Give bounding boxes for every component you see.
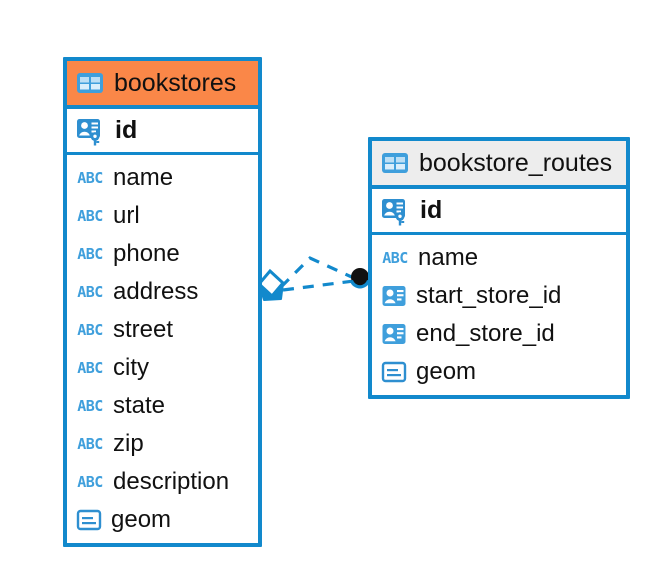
field-label: name bbox=[418, 244, 479, 271]
field-label: geom bbox=[416, 358, 477, 385]
field-label: name bbox=[113, 164, 174, 191]
abc-text-icon: ABC bbox=[77, 282, 103, 301]
entity-title: bookstores bbox=[114, 68, 237, 97]
field-row[interactable]: start_store_id bbox=[372, 277, 626, 315]
primary-key-icon bbox=[76, 116, 106, 146]
abc-text-icon: ABC bbox=[77, 320, 103, 339]
field-row[interactable]: ABC phone bbox=[67, 235, 258, 273]
primary-key-row[interactable]: id bbox=[372, 189, 626, 235]
abc-text-icon: ABC bbox=[77, 244, 103, 263]
entity-header-bookstores[interactable]: bookstores bbox=[67, 61, 258, 109]
relationship-line-upper bbox=[279, 256, 357, 289]
abc-text-icon: ABC bbox=[77, 358, 103, 377]
diamond-arrow-marker bbox=[256, 268, 286, 301]
field-list-bookstores: ABC name ABC url ABC phone AB bbox=[67, 155, 258, 543]
table-icon bbox=[381, 149, 409, 177]
field-row[interactable]: ABC name bbox=[67, 159, 258, 197]
abc-text-icon: ABC bbox=[77, 434, 103, 453]
entity-bookstores[interactable]: bookstores id bbox=[63, 57, 262, 547]
field-row[interactable]: end_store_id bbox=[372, 315, 626, 353]
field-label: street bbox=[113, 316, 174, 343]
abc-text-icon: ABC bbox=[382, 248, 408, 267]
abc-text-icon: ABC bbox=[77, 206, 103, 225]
field-label: address bbox=[113, 278, 199, 305]
field-row[interactable]: geom bbox=[67, 501, 258, 539]
geometry-icon bbox=[381, 359, 407, 385]
entity-header-bookstore-routes[interactable]: bookstore_routes bbox=[372, 141, 626, 189]
primary-key-label: id bbox=[420, 196, 443, 224]
field-row[interactable]: ABC street bbox=[67, 311, 258, 349]
field-label: geom bbox=[111, 506, 172, 533]
abc-text-icon: ABC bbox=[77, 168, 103, 187]
field-label: state bbox=[113, 392, 166, 419]
primary-key-icon bbox=[381, 196, 411, 226]
field-row[interactable]: ABC url bbox=[67, 197, 258, 235]
field-label: city bbox=[113, 354, 149, 381]
field-row[interactable]: ABC city bbox=[67, 349, 258, 387]
field-row[interactable]: geom bbox=[372, 353, 626, 391]
primary-key-label: id bbox=[115, 116, 138, 144]
entity-title: bookstore_routes bbox=[419, 148, 613, 177]
table-icon bbox=[76, 69, 104, 97]
relationship-line-lower bbox=[282, 279, 355, 292]
filled-circle-marker bbox=[349, 268, 371, 289]
primary-key-row[interactable]: id bbox=[67, 109, 258, 155]
field-list-bookstore-routes: ABC name start_store_id bbox=[372, 235, 626, 395]
field-label: description bbox=[113, 468, 230, 495]
abc-text-icon: ABC bbox=[77, 472, 103, 491]
field-row[interactable]: ABC state bbox=[67, 387, 258, 425]
field-label: phone bbox=[113, 240, 180, 267]
field-label: start_store_id bbox=[416, 282, 562, 309]
geometry-icon bbox=[76, 507, 102, 533]
field-row[interactable]: ABC zip bbox=[67, 425, 258, 463]
entity-bookstore-routes[interactable]: bookstore_routes bbox=[368, 137, 630, 399]
foreign-key-icon bbox=[381, 321, 407, 347]
field-row[interactable]: ABC address bbox=[67, 273, 258, 311]
foreign-key-icon bbox=[381, 283, 407, 309]
abc-text-icon: ABC bbox=[77, 396, 103, 415]
field-label: end_store_id bbox=[416, 320, 555, 347]
field-row[interactable]: ABC name bbox=[372, 239, 626, 277]
field-label: zip bbox=[113, 430, 144, 457]
field-row[interactable]: ABC description bbox=[67, 463, 258, 501]
field-label: url bbox=[113, 202, 140, 229]
